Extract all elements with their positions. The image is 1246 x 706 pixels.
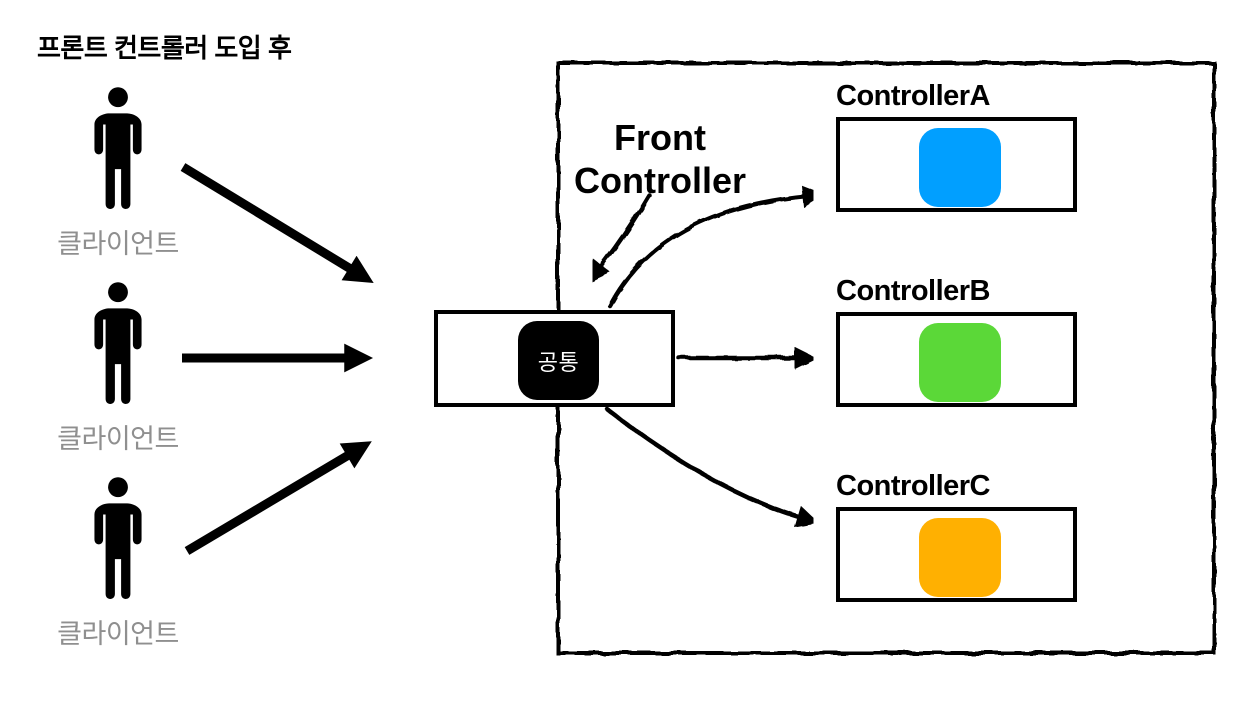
front-controller-annotation-line1: Front	[614, 117, 706, 158]
front-controller-box: 공통	[434, 310, 675, 407]
arrow-client1-to-common	[180, 163, 374, 283]
page-title: 프론트 컨트롤러 도입 후	[37, 33, 292, 63]
controller-b-chip	[919, 323, 1001, 402]
person-icon	[94, 87, 142, 209]
controller-a: ControllerA	[836, 80, 1077, 212]
front-controller-annotation: Front Controller	[545, 116, 775, 202]
person-icon	[94, 477, 142, 599]
client-3: 클라이언트	[48, 477, 188, 651]
arrow-common-to-controller-c	[605, 407, 820, 528]
client-arrows	[180, 163, 374, 555]
client-2: 클라이언트	[48, 282, 188, 456]
controller-b-box	[836, 312, 1077, 407]
controller-a-chip	[919, 128, 1001, 207]
controller-c-box	[836, 507, 1077, 602]
controller-c-label: ControllerC	[836, 470, 991, 502]
controller-c-chip	[919, 518, 1001, 597]
client-label: 클라이언트	[57, 229, 179, 259]
arrow-client3-to-common	[184, 441, 372, 555]
controller-a-label: ControllerA	[836, 80, 991, 112]
common-chip: 공통	[518, 321, 599, 400]
client-label: 클라이언트	[57, 619, 179, 649]
arrow-common-to-controller-a	[607, 185, 825, 309]
client-1: 클라이언트	[48, 87, 188, 261]
controller-b-label: ControllerB	[836, 275, 991, 307]
controller-c: ControllerC	[836, 470, 1077, 602]
person-icon	[94, 282, 142, 404]
client-label: 클라이언트	[57, 424, 179, 454]
common-chip-label: 공통	[537, 349, 580, 375]
dispatch-arrows	[587, 185, 825, 528]
controller-a-box	[836, 117, 1077, 212]
controller-b: ControllerB	[836, 275, 1077, 407]
arrow-annotation-front-controller	[587, 192, 652, 284]
front-controller-annotation-line2: Controller	[573, 160, 746, 201]
